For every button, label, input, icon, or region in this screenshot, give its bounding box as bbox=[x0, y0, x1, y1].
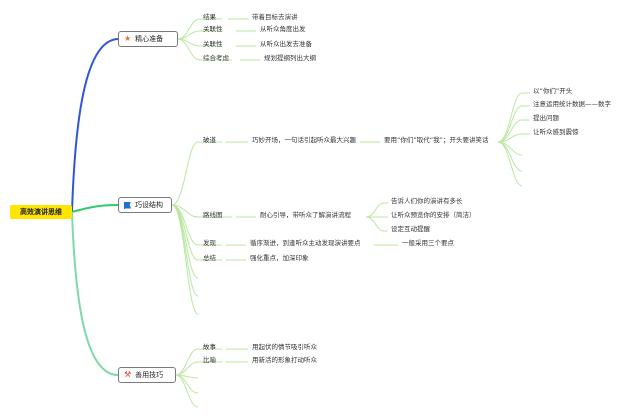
topic-detail[interactable]: 用新活的形象打动听众 bbox=[252, 356, 317, 364]
subtopic-item[interactable]: 以“你们”开头 bbox=[533, 87, 573, 95]
prepare-children-lines bbox=[177, 18, 260, 61]
topic-sub[interactable]: 一般采用三个要点 bbox=[402, 239, 454, 247]
topic-label[interactable]: 总结 bbox=[203, 254, 216, 262]
topic-label[interactable]: 综合考虑 bbox=[203, 54, 229, 62]
subtopic-item[interactable]: 让听众预览你的安排（简洁） bbox=[391, 211, 476, 219]
skills-children-lines bbox=[175, 348, 248, 408]
topic-detail[interactable]: 带着目标去演讲 bbox=[252, 13, 298, 21]
flag-icon bbox=[124, 201, 131, 209]
topic-detail[interactable]: 耐心引导，带听众了解演讲流程 bbox=[260, 211, 351, 219]
structure-children-lines bbox=[171, 92, 530, 315]
subtopic-item[interactable]: 设定互动提醒 bbox=[391, 225, 430, 233]
topic-detail[interactable]: 规划提纲列出大纲 bbox=[264, 54, 316, 62]
branch-node-prepare[interactable]: ★ 精心准备 bbox=[118, 31, 178, 47]
topic-detail[interactable]: 从听众角度出发 bbox=[260, 25, 306, 33]
branch-label: 精心准备 bbox=[135, 35, 164, 43]
topic-label[interactable]: 破道 bbox=[203, 136, 216, 144]
branch-line-skills bbox=[71, 211, 119, 376]
topic-sub[interactable]: 要用“你们”取代“我”；开头要讲笑话 bbox=[384, 136, 489, 144]
branch-line-structure bbox=[71, 204, 119, 213]
subtopic-item[interactable]: 注意运用统计数据——数字 bbox=[533, 100, 611, 108]
subtopic-item[interactable]: 告诉人们你的演讲有多长 bbox=[391, 197, 463, 205]
topic-detail[interactable]: 强化重点，加深印象 bbox=[250, 254, 309, 262]
topic-detail[interactable]: 循序渐进，到逢听众主动发现演讲要点 bbox=[250, 239, 361, 247]
topic-label[interactable]: 故事 bbox=[203, 343, 216, 351]
branch-line-prepare bbox=[71, 38, 119, 213]
topic-detail[interactable]: 巧妙开场，一句话引起听众最大兴趣 bbox=[252, 136, 356, 144]
branch-node-structure[interactable]: 巧设结构 bbox=[118, 197, 172, 213]
topic-label[interactable]: 路线图 bbox=[203, 211, 223, 219]
branch-label: 巧设结构 bbox=[135, 201, 163, 209]
topic-detail[interactable]: 从听众出发去准备 bbox=[260, 40, 312, 48]
branch-node-skills[interactable]: ⚒ 善用技巧 bbox=[118, 367, 176, 383]
star-icon: ★ bbox=[124, 34, 132, 43]
topic-label[interactable]: 发现 bbox=[203, 239, 216, 247]
subtopic-item[interactable]: 提出问题 bbox=[533, 114, 559, 122]
topic-label[interactable]: 比喻 bbox=[203, 356, 216, 364]
topic-label[interactable]: 关联性 bbox=[203, 25, 223, 33]
subtopic-item[interactable]: 让听众感到震惊 bbox=[533, 128, 579, 136]
branch-label: 善用技巧 bbox=[135, 371, 164, 379]
topic-label[interactable]: 结果 bbox=[203, 13, 216, 21]
topic-detail[interactable]: 用起伏的情节吸引听众 bbox=[252, 343, 317, 351]
root-node[interactable]: 高效演讲思维 bbox=[10, 205, 72, 219]
tools-icon: ⚒ bbox=[124, 370, 132, 379]
topic-label[interactable]: 关联性 bbox=[203, 40, 223, 48]
